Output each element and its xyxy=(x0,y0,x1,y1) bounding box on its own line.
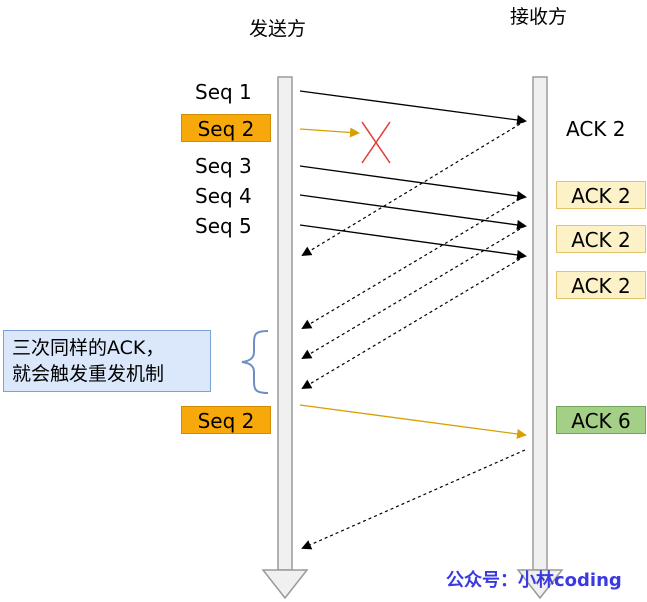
duplicate-ack2-label-1: ACK 2 xyxy=(556,181,646,209)
seq2-lost-label: Seq 2 xyxy=(181,114,271,142)
seq5-label: Seq 5 xyxy=(195,214,252,238)
seq1-arrow xyxy=(299,90,527,125)
dup-ack3-return-arrow xyxy=(301,255,526,390)
note-line-1: 三次同样的ACK， xyxy=(12,337,165,359)
ack6-label: ACK 6 xyxy=(556,406,646,434)
note-line-2: 就会触发重发机制 xyxy=(12,363,165,385)
duplicate-ack-brace xyxy=(241,330,269,394)
receiver-lifeline xyxy=(516,76,564,600)
seq3-arrow xyxy=(299,165,527,201)
seq4-arrow xyxy=(299,194,527,230)
sender-lifeline xyxy=(261,76,309,600)
seq2-resend-label: Seq 2 xyxy=(181,406,271,434)
sender-title: 发送方 xyxy=(249,18,307,40)
seq2-resend-arrow xyxy=(299,404,527,439)
seq3-label: Seq 3 xyxy=(195,154,252,178)
ack2-return-arrow xyxy=(301,120,526,257)
fast-retransmit-note: 三次同样的ACK， 就会触发重发机制 xyxy=(3,330,211,392)
dup-ack2-return-arrow xyxy=(301,225,526,360)
ack6-return-arrow xyxy=(301,449,526,550)
seq1-label: Seq 1 xyxy=(195,80,252,104)
lost-packet-cross-icon xyxy=(361,121,391,164)
ack2-label: ACK 2 xyxy=(566,117,626,141)
brand-watermark: 公众号：小林coding xyxy=(446,570,622,591)
seq4-label: Seq 4 xyxy=(195,184,252,208)
seq5-arrow xyxy=(299,224,527,260)
duplicate-ack2-label-3: ACK 2 xyxy=(556,271,646,299)
seq2-lost-arrow xyxy=(299,127,360,138)
receiver-title: 接收方 xyxy=(510,6,568,28)
duplicate-ack2-label-2: ACK 2 xyxy=(556,225,646,253)
dup-ack1-return-arrow xyxy=(301,195,526,330)
